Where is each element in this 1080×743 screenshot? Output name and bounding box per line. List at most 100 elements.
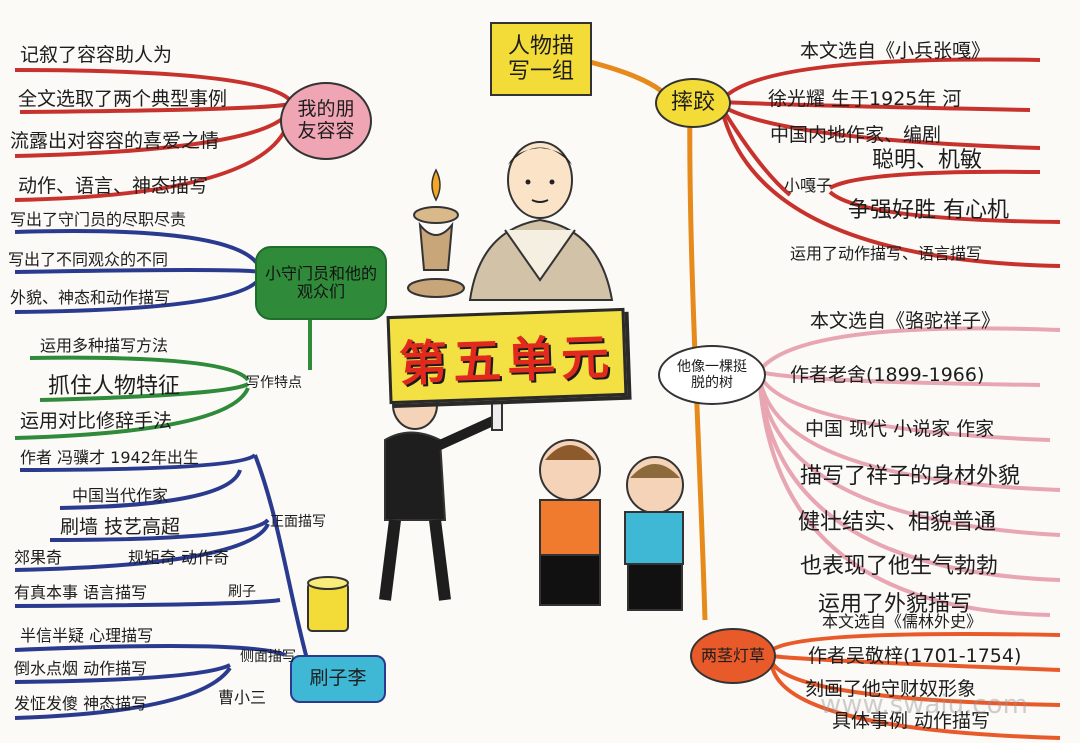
liangjing-item-3: 刻画了他守财奴形象 xyxy=(805,678,977,700)
szl-author-sub: 中国当代作家 xyxy=(72,486,169,505)
connector-py-2 xyxy=(19,102,291,114)
node-pinzhui: 摔跤 xyxy=(655,78,731,128)
connector-xm-1 xyxy=(14,229,262,269)
xiaomen-item-1: 写出了守门员的尽职尽责 xyxy=(10,210,187,229)
bucket-illustration xyxy=(307,576,349,632)
connector-tuo-2 xyxy=(759,370,1041,387)
tuo-item-4: 描写了祥子的身材外貌 xyxy=(800,464,1021,489)
node-shuaqiang: 刷子李 xyxy=(290,655,386,703)
connector-szl-sq xyxy=(14,598,281,608)
connector-xm-2 xyxy=(14,268,261,274)
connector-szl-cm-3 xyxy=(14,666,232,720)
node-pengyou: 我的朋友容容 xyxy=(280,82,372,160)
pinzhui-item-2: 徐光耀 生于1925年 河 xyxy=(768,88,962,110)
center-title: 第五单元 xyxy=(398,329,617,393)
node-xiaomen-label: 小守门员和他的观众们 xyxy=(265,263,378,301)
tuo-item-5: 健壮结实、相貌普通 xyxy=(798,510,997,535)
pinzhui-sub-label: 小嘎子 xyxy=(784,176,833,195)
connector-tuo-6 xyxy=(758,383,1061,582)
node-liangjing: 两茎灯草 xyxy=(690,628,776,684)
szl-author: 作者 冯骥才 1942年出生 xyxy=(20,448,199,467)
connector-szl-author-sub xyxy=(59,469,242,510)
szl-cm-who: 曹小三 xyxy=(218,688,267,707)
pinzhui-item-3: 中国内地作家、编剧 xyxy=(770,124,942,146)
xiezuo-item-1: 运用多种描写方法 xyxy=(40,336,169,355)
connector-szl-author xyxy=(19,453,257,472)
tuo-item-6: 也表现了他生气勃勃 xyxy=(800,554,999,579)
pinzhui-item-1: 本文选自《小兵张嘎》 xyxy=(800,40,991,62)
connector-xiaogazi-1 xyxy=(828,169,1041,190)
connector-xz-1 xyxy=(29,355,250,382)
szl-cm-label: 侧面描写 xyxy=(240,649,296,665)
painter-illustration xyxy=(379,380,503,601)
node-pengyou-label: 我的朋友容容 xyxy=(297,98,355,142)
connector-tuo-5 xyxy=(758,381,1061,537)
connector-szl-cm-1 xyxy=(14,644,286,657)
lamp-illustration xyxy=(407,168,465,298)
connector-pinzhui-4 xyxy=(720,106,792,197)
liangjing-item-1: 本文选自《儒林外史》 xyxy=(822,612,983,631)
szl-sq-label: 刷子 xyxy=(228,584,256,600)
kids-illustration xyxy=(539,439,684,611)
liangjing-item-2: 作者吴敬梓(1701-1754) xyxy=(808,645,1022,667)
xiaomen-item-3: 外貌、神态和动作描写 xyxy=(10,288,171,307)
connector-pinzhui-1 xyxy=(720,57,1041,102)
szl-zm-label: 正面描写 xyxy=(270,514,326,530)
connector-liang-2 xyxy=(771,654,1061,672)
center-title-banner: 第五单元 xyxy=(386,307,628,405)
connector-szl-zm-2 xyxy=(14,523,270,572)
top-box: 人物描写一组 xyxy=(490,22,592,96)
pengyou-item-4: 动作、语言、神态描写 xyxy=(18,175,209,197)
pinzhui-item-last: 运用了动作描写、语言描写 xyxy=(790,244,983,263)
connector-py-4 xyxy=(14,115,292,202)
connector-szl-zm-1 xyxy=(49,518,270,542)
szl-cm-item-1: 半信半疑 心理描写 xyxy=(20,626,154,645)
tuo-item-1: 本文选自《骆驼祥子》 xyxy=(810,310,1001,332)
tuo-item-3: 中国 现代 小说家 作家 xyxy=(805,418,995,440)
connector-tuo-7 xyxy=(758,385,1051,617)
connector-szl-cm-2 xyxy=(14,663,231,684)
connector-szl-spine xyxy=(253,454,312,671)
connector-liang-4 xyxy=(770,665,1061,740)
connector-pinzhui-2 xyxy=(721,100,1031,112)
xiezuo-label: 写作特点 xyxy=(246,375,302,391)
tuo-item-2: 作者老舍(1899-1966) xyxy=(790,364,985,386)
connector-tuo-3 xyxy=(758,374,1051,442)
szl-zm-item-1: 刷墙 技艺高超 xyxy=(60,516,181,538)
connector-liang-3 xyxy=(770,660,1061,707)
node-xiaomen: 小守门员和他的观众们 xyxy=(255,246,387,320)
szl-sq-item-1: 郊果奇 xyxy=(14,548,63,567)
node-liangjing-label: 两茎灯草 xyxy=(700,645,765,665)
connector-xm-3 xyxy=(14,276,262,314)
tuo-item-7: 运用了外貌描写 xyxy=(818,592,973,617)
xiezuo-item-3: 运用对比修辞手法 xyxy=(20,410,173,432)
pengyou-item-3: 流露出对容容的喜爱之情 xyxy=(10,130,220,152)
connector-xz-3 xyxy=(14,387,250,440)
connector-pinzhui-3 xyxy=(720,104,1041,150)
connector-xz-2 xyxy=(39,382,250,402)
node-tuo-label: 他像一棵挺脱的树 xyxy=(677,358,747,391)
man-portrait-illustration xyxy=(468,141,614,301)
pengyou-item-1: 记叙了容容助人为 xyxy=(20,44,173,66)
xiezuo-item-2: 抓住人物特征 xyxy=(48,374,181,399)
watermark: www.swaiu.com xyxy=(820,690,1028,720)
connector-top-to-pinzhui xyxy=(587,59,663,93)
szl-cm-item-3: 发怔发傻 神态描写 xyxy=(14,694,148,713)
pengyou-item-2: 全文选取了两个典型事例 xyxy=(18,88,228,110)
node-tuo: 他像一棵挺脱的树 xyxy=(658,345,766,405)
connector-xiaogazi-2 xyxy=(828,190,1061,224)
liangjing-item-4: 具体事例 动作描写 xyxy=(832,710,991,732)
connector-tuo-4 xyxy=(758,379,1061,492)
connector-pinzhui-5 xyxy=(720,109,1061,268)
top-box-label: 人物描写一组 xyxy=(507,33,574,84)
node-pinzhui-label: 摔跤 xyxy=(670,90,715,116)
szl-zm-item-2: 规矩奇 动作奇 xyxy=(128,548,230,567)
xiaogazi-item-2: 争强好胜 有心机 xyxy=(848,198,1009,223)
szl-cm-item-2: 倒水点烟 动作描写 xyxy=(14,659,148,678)
xiaogazi-item-1: 聪明、机敏 xyxy=(872,148,983,173)
connector-py-1 xyxy=(14,68,292,102)
connector-liang-1 xyxy=(770,632,1061,652)
connector-tuo-1 xyxy=(758,326,1061,372)
